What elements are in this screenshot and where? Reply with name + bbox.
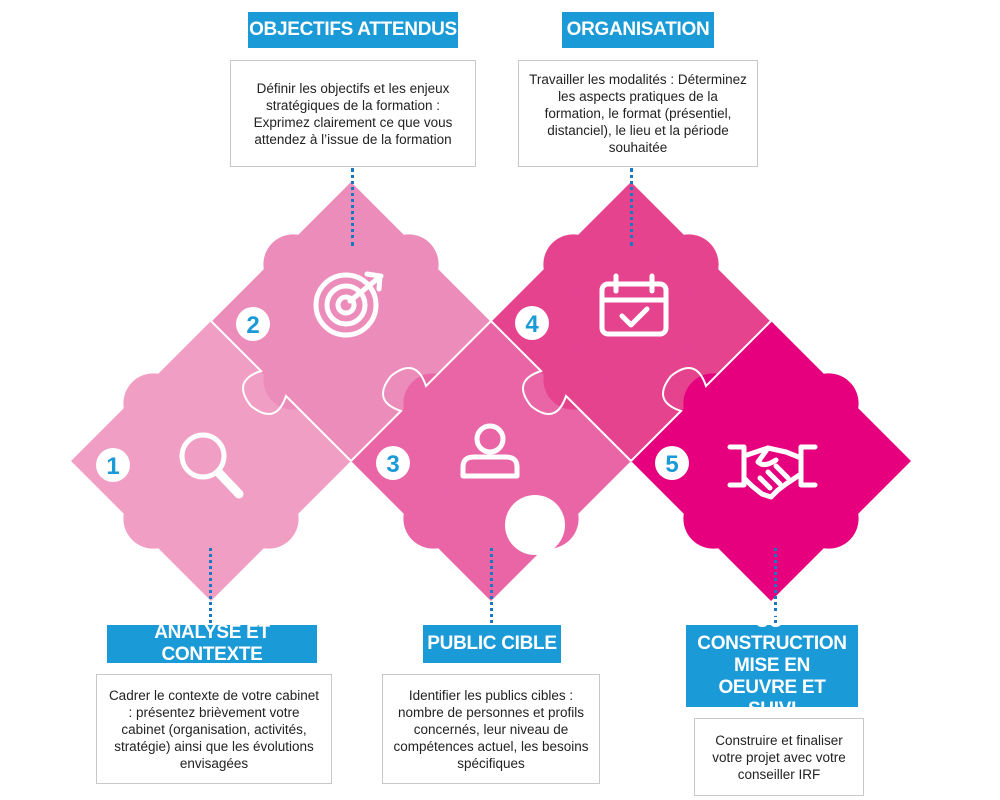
description-objectifs-attendus: Définir les objectifs et les enjeux stra… [230, 60, 476, 167]
step-badge-5: 5 [655, 446, 689, 480]
person-icon [460, 423, 520, 479]
step-number-5: 5 [665, 451, 678, 478]
handshake-icon [727, 444, 818, 500]
connector-public [490, 548, 493, 623]
puzzle-seams [210, 320, 772, 462]
title-analyse-contexte: ANALYSE ET CONTEXTE [107, 622, 317, 665]
title-co-construction: CO-CONSTRUCTION MISE EN OEUVRE ET SUIVI [686, 611, 858, 720]
step-badge-2: 2 [236, 307, 270, 341]
title-objectifs-attendus: OBJECTIFS ATTENDUS [248, 12, 458, 48]
step-number-4: 4 [525, 311, 539, 338]
connector-objectifs [351, 168, 354, 246]
puzzle-seam-1 [210, 320, 352, 462]
step-number-1: 1 [106, 453, 119, 480]
connector-organisation [630, 168, 633, 246]
target-icon [313, 271, 384, 338]
connector-coconstruction [774, 548, 777, 623]
puzzle-seam-4 [630, 320, 772, 462]
puzzle-seam-2 [350, 320, 492, 462]
magnifier-icon [179, 432, 244, 499]
step-number-2: 2 [246, 312, 259, 339]
step-number-3: 3 [386, 451, 399, 478]
step-badge-3: 3 [376, 446, 410, 480]
description-co-construction: Construire et finaliser votre projet ave… [694, 718, 864, 796]
step-badge-1: 1 [96, 448, 130, 482]
puzzle-pieces [71, 182, 911, 601]
step-badge-4: 4 [515, 306, 549, 340]
description-public-cible: Identifier les publics cibles : nombre d… [382, 674, 600, 784]
calendar-icon [599, 273, 669, 337]
connector-analyse [209, 548, 212, 623]
description-organisation: Travailler les modalités : Déterminez le… [518, 60, 758, 167]
title-organisation: ORGANISATION [562, 12, 714, 48]
description-analyse-contexte: Cadrer le contexte de votre cabinet : pr… [96, 674, 332, 784]
piece-3-notch [505, 495, 565, 555]
puzzle-seam-3 [490, 320, 632, 462]
title-public-cible: PUBLIC CIBLE [423, 625, 561, 663]
